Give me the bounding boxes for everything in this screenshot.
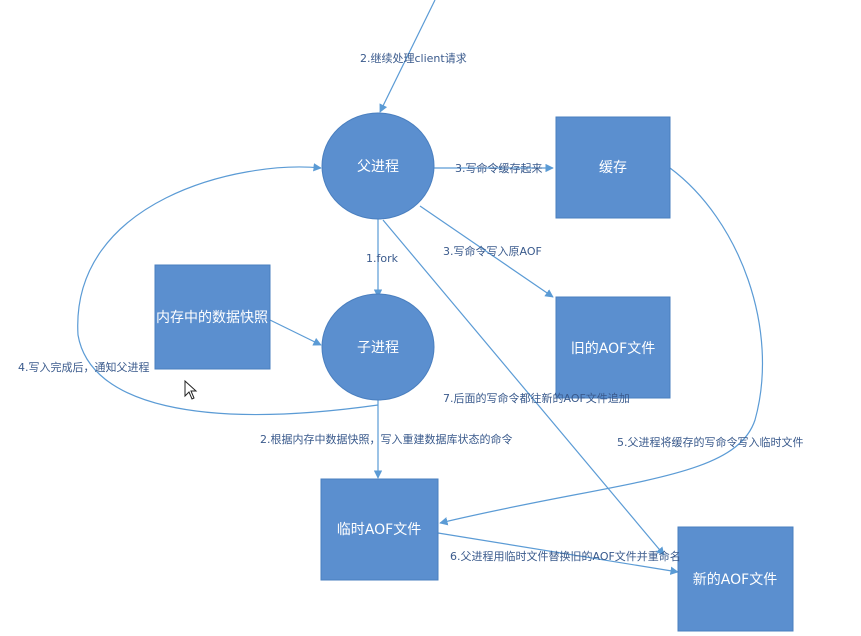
edge-rename xyxy=(437,532,679,575)
edge-new-aof-append xyxy=(382,219,665,556)
temp-aof-label: 临时AOF文件 xyxy=(337,522,421,538)
label-cache-to-temp: 5.父进程将缓存的写命令写入临时文件 xyxy=(617,435,804,449)
child-process-label: 子进程 xyxy=(357,340,399,356)
new-aof-label: 新的AOF文件 xyxy=(693,572,777,588)
snapshot-node xyxy=(154,264,271,370)
label-write-temp: 2.根据内存中数据快照，写入重建数据库状态的命令 xyxy=(260,432,513,446)
edge-notify-parent xyxy=(77,163,379,416)
label-notify-parent: 4.写入完成后，通知父进程 xyxy=(18,360,150,374)
label-cache-write: 3.写命令缓存起来 xyxy=(455,161,543,175)
new-aof-node xyxy=(677,526,794,632)
old-aof-label: 旧的AOF文件 xyxy=(571,341,655,357)
parent-process-node xyxy=(321,112,435,220)
label-old-aof-write: 3.写命令写入原AOF xyxy=(443,244,542,258)
snapshot-label: 内存中的数据快照 xyxy=(156,310,268,326)
cache-node xyxy=(555,116,671,219)
edge-snapshot-to-child xyxy=(269,319,322,346)
mouse-cursor-icon xyxy=(184,379,198,400)
old-aof-node xyxy=(555,296,671,399)
temp-aof-node xyxy=(320,478,439,581)
parent-process-label: 父进程 xyxy=(357,159,399,175)
edge-client-request xyxy=(379,0,436,113)
label-fork: 1.fork xyxy=(366,252,399,265)
label-client-request: 2.继续处理client请求 xyxy=(360,51,467,65)
label-new-aof-append: 7.后面的写命令都往新的AOF文件追加 xyxy=(443,391,630,405)
child-process-node xyxy=(321,293,435,401)
edge-cache-to-temp xyxy=(439,167,764,526)
edge-old-aof-write xyxy=(419,205,554,298)
cache-label: 缓存 xyxy=(599,160,627,176)
label-rename: 6.父进程用临时文件替换旧的AOF文件并重命名 xyxy=(450,549,681,563)
